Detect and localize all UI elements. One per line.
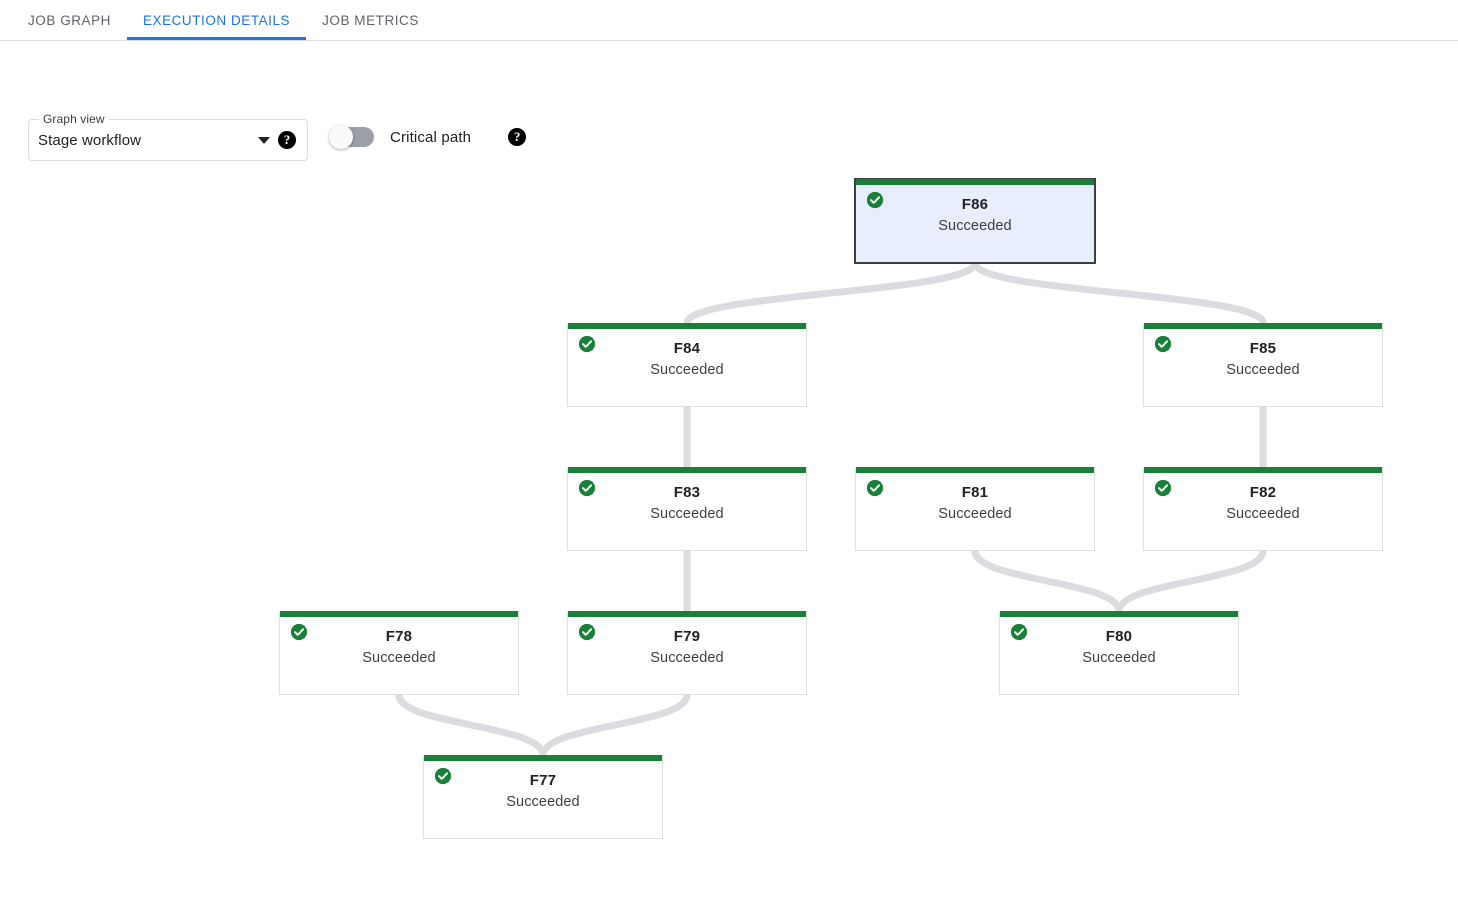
node-status: Succeeded: [938, 218, 1012, 234]
critical-path-help-icon[interactable]: ?: [508, 128, 527, 146]
node-status: Succeeded: [650, 506, 724, 522]
node-status-bar: [1000, 611, 1238, 617]
toolbar: Graph view Stage workflow ? Critical pat…: [0, 41, 1458, 161]
node-title: F84: [673, 340, 701, 357]
node-status: Succeeded: [506, 794, 580, 810]
node-title: F80: [1105, 628, 1133, 645]
node-status: Succeeded: [650, 362, 724, 378]
node-title: F86: [961, 196, 989, 213]
node-status-bar: [280, 611, 518, 617]
node-status-bar: [424, 755, 662, 761]
tab-execution-details[interactable]: EXECUTION DETAILS: [126, 0, 307, 40]
node-status: Succeeded: [650, 650, 724, 666]
check-circle-icon: [578, 335, 596, 353]
check-circle-icon: [290, 623, 308, 641]
check-circle-icon: [866, 479, 884, 497]
node-status-bar: [856, 179, 1094, 185]
node-title: F85: [1249, 340, 1277, 357]
node-status-bar: [568, 467, 806, 473]
node-status: Succeeded: [1082, 650, 1156, 666]
critical-path-toggle-group: Critical path ?: [329, 125, 527, 149]
graph-edge-f82-to-f80: [1115, 547, 1267, 615]
tab-label: JOB GRAPH: [28, 12, 111, 28]
node-status: Succeeded: [362, 650, 436, 666]
node-status: Succeeded: [1226, 362, 1300, 378]
graph-view-help-icon[interactable]: ?: [278, 131, 296, 149]
graph-view-value: Stage workflow: [38, 131, 142, 149]
graph-edge-f79-to-f77: [539, 691, 691, 759]
check-circle-icon: [578, 479, 596, 497]
graph-edge-f78-to-f77: [395, 691, 547, 759]
node-status-bar: [568, 323, 806, 329]
node-title: F83: [673, 484, 701, 501]
node-status-bar: [856, 467, 1094, 473]
node-status: Succeeded: [1226, 506, 1300, 522]
node-title: F78: [385, 628, 413, 645]
check-circle-icon: [1154, 335, 1172, 353]
graph-view-label: Graph view: [39, 112, 109, 126]
tab-bar: JOB GRAPH EXECUTION DETAILS JOB METRICS: [0, 0, 1458, 41]
graph-edge-f81-to-f80: [971, 547, 1123, 615]
check-circle-icon: [866, 191, 884, 209]
tab-job-metrics[interactable]: JOB METRICS: [306, 0, 435, 40]
toggle-knob: [329, 125, 353, 149]
node-status-bar: [1144, 467, 1382, 473]
graph-edge-f86-to-f85: [971, 259, 1267, 327]
check-circle-icon: [434, 767, 452, 785]
graph-view-select[interactable]: Graph view Stage workflow ?: [28, 112, 308, 161]
tab-label: JOB METRICS: [322, 12, 419, 28]
node-status: Succeeded: [938, 506, 1012, 522]
critical-path-label: Critical path: [390, 128, 472, 146]
graph-edge-f86-to-f84: [683, 259, 979, 327]
check-circle-icon: [1154, 479, 1172, 497]
node-title: F82: [1249, 484, 1277, 501]
check-circle-icon: [1010, 623, 1028, 641]
node-title: F79: [673, 628, 701, 645]
node-title: F81: [961, 484, 989, 501]
check-circle-icon: [578, 623, 596, 641]
tab-label: EXECUTION DETAILS: [142, 12, 291, 28]
node-status-bar: [1144, 323, 1382, 329]
node-title: F77: [529, 772, 557, 789]
critical-path-toggle[interactable]: [329, 125, 374, 149]
tab-job-graph[interactable]: JOB GRAPH: [12, 0, 127, 40]
node-status-bar: [568, 611, 806, 617]
chevron-down-icon[interactable]: [258, 136, 270, 144]
